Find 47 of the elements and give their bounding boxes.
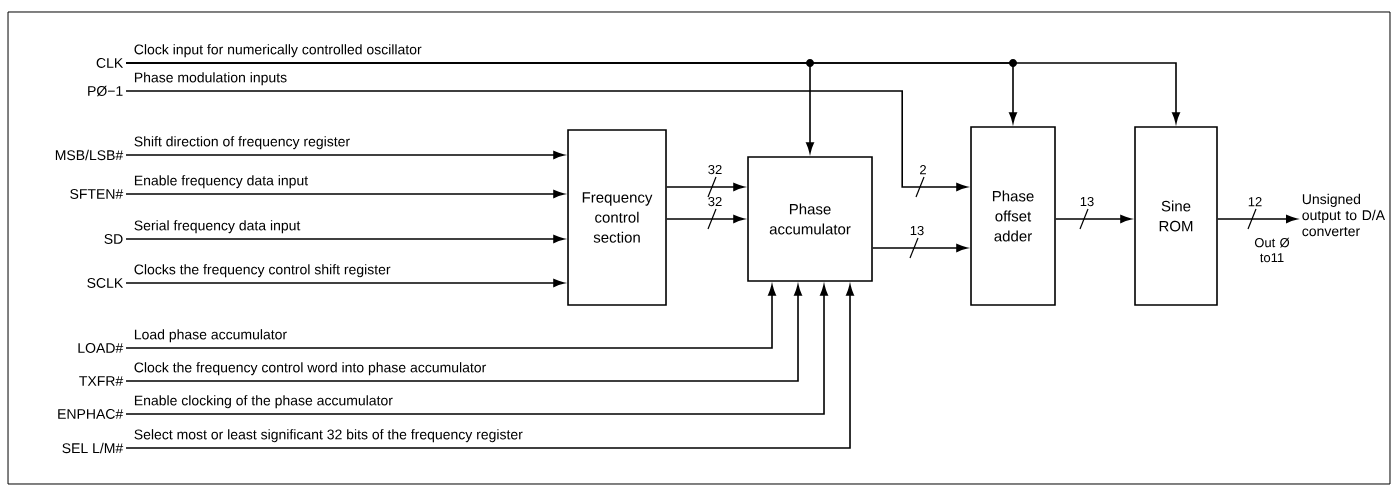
pin-name: TXFR# bbox=[79, 376, 124, 386]
signal-description: Load phase accumulator bbox=[134, 329, 287, 343]
arrow bbox=[1217, 215, 1297, 223]
pin-name: SCLK bbox=[87, 278, 124, 288]
block-box: Sine ROM bbox=[1134, 126, 1218, 306]
arrow bbox=[872, 244, 968, 252]
block-box: Frequency control section bbox=[567, 129, 667, 306]
signal-description: Enable clocking of the phase accumulator bbox=[134, 395, 393, 409]
bus-width: 32 bbox=[708, 197, 722, 207]
pin-name: PØ−1 bbox=[88, 85, 123, 97]
arrow bbox=[125, 235, 565, 243]
pin-name: CLK bbox=[96, 58, 124, 68]
arrow bbox=[125, 90, 968, 191]
signal-description: Shift direction of frequency register bbox=[134, 136, 350, 150]
output-note: Out Ø to11 bbox=[1254, 237, 1290, 263]
pin-name: MSB/LSB# bbox=[55, 149, 124, 161]
signal-description: Enable frequency data input bbox=[134, 175, 309, 189]
signal-description: Select most or least significant 32 bits of the frequency register bbox=[134, 429, 523, 443]
arrow bbox=[125, 284, 828, 415]
pin-name: SEL L/M# bbox=[62, 442, 124, 454]
block-box: Phase offset adder bbox=[970, 126, 1056, 306]
signal-description: Clock the frequency control word into phase accumulator bbox=[134, 362, 487, 376]
bus-width: 12 bbox=[1248, 197, 1262, 207]
arrow bbox=[125, 151, 565, 159]
arrow bbox=[125, 284, 776, 349]
arrow bbox=[1055, 215, 1132, 223]
arrow bbox=[666, 215, 745, 223]
bus-width: 13 bbox=[1080, 197, 1094, 207]
pin-name: SFTEN# bbox=[70, 189, 124, 199]
arrow bbox=[125, 278, 565, 287]
pin-name: LOAD# bbox=[78, 343, 124, 353]
arrow bbox=[125, 190, 565, 198]
signal-description: Clock input for numerically controlled oscillator bbox=[134, 44, 422, 58]
signal-description: Clocks the frequency control shift register bbox=[134, 264, 391, 278]
bus-width: 32 bbox=[708, 165, 722, 175]
output-label: Unsigned output to D/A converter bbox=[1302, 193, 1386, 237]
block-box: Phase accumulator bbox=[747, 156, 873, 282]
arrow bbox=[666, 183, 745, 191]
signal-description: Phase modulation inputs bbox=[134, 72, 287, 86]
bus-width: 2 bbox=[920, 165, 926, 175]
arrow bbox=[125, 284, 854, 449]
arrow bbox=[125, 62, 1180, 124]
pin-name: SD bbox=[104, 234, 123, 244]
bus-width: 13 bbox=[910, 226, 924, 236]
pin-name: ENPHAC# bbox=[58, 409, 124, 419]
arrow bbox=[125, 284, 802, 382]
signal-description: Serial frequency data input bbox=[134, 220, 301, 234]
